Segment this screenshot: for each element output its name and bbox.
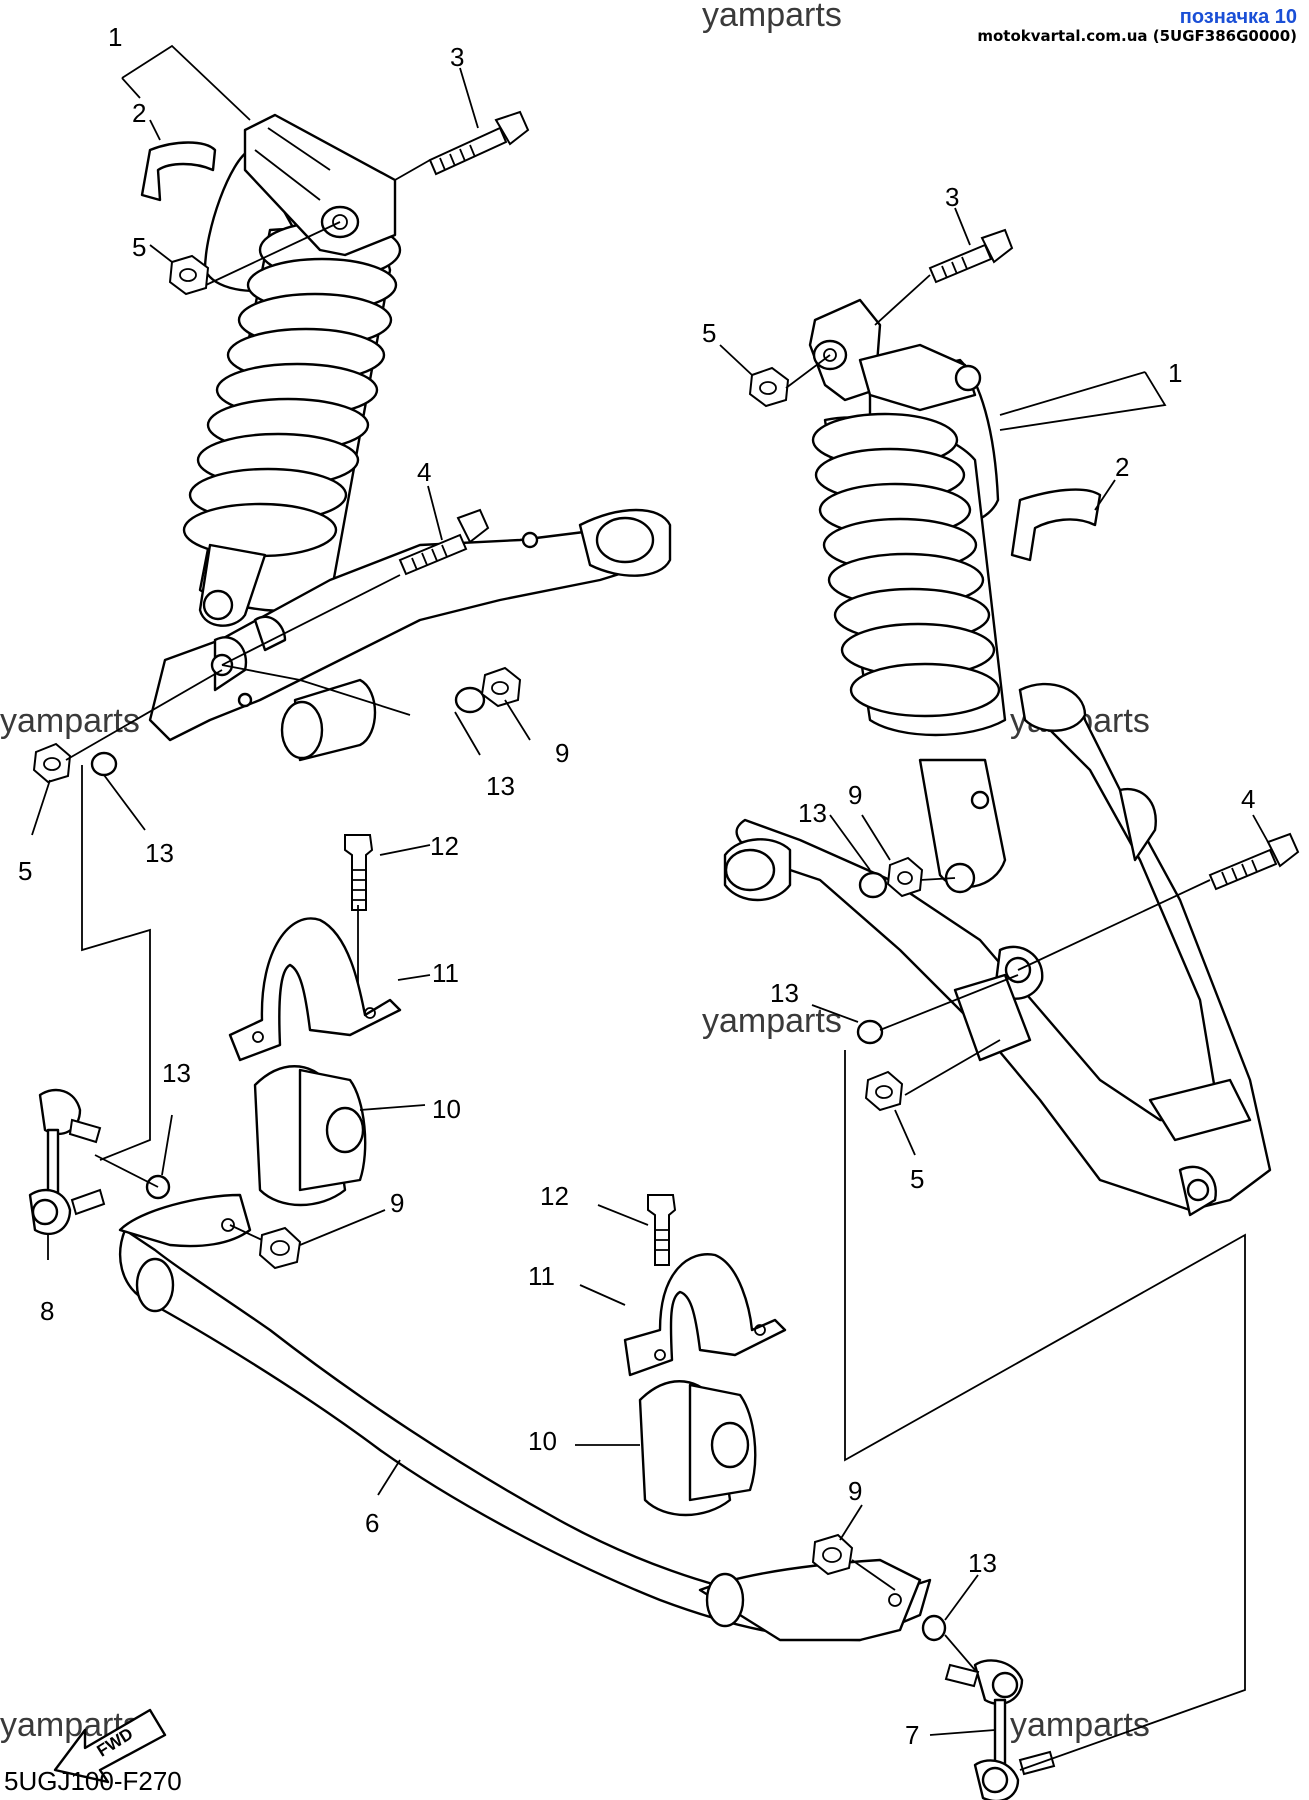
right-nut-9-upper bbox=[886, 856, 924, 898]
callout-label: 1 bbox=[108, 22, 122, 52]
callout-label: 5 bbox=[132, 232, 146, 262]
stabilizer-bar bbox=[118, 1193, 932, 1642]
left-bolt-4 bbox=[398, 508, 490, 576]
callout-label: 13 bbox=[162, 1058, 191, 1088]
callout-label: 5 bbox=[910, 1164, 924, 1194]
left-shock-guard bbox=[140, 141, 217, 202]
callout-label: 9 bbox=[848, 780, 862, 810]
left-bolt-12 bbox=[344, 834, 374, 911]
callout-label: 6 bbox=[365, 1508, 379, 1538]
callout-label: 12 bbox=[540, 1181, 569, 1211]
right-bushing-10 bbox=[638, 1380, 757, 1517]
right-a-arm bbox=[723, 682, 1272, 1217]
callout-label: 4 bbox=[1241, 784, 1255, 814]
callout-label: 13 bbox=[770, 978, 799, 1008]
left-bracket-11 bbox=[228, 917, 402, 1062]
left-bolt-3 bbox=[428, 110, 530, 176]
left-stabilizer-link-8 bbox=[28, 1088, 106, 1236]
callout-label: 8 bbox=[40, 1296, 54, 1326]
callout-label: 5 bbox=[18, 856, 32, 886]
header: позначка 10 motokvartal.com.ua (5UGF386G… bbox=[977, 6, 1297, 45]
right-bolt-3 bbox=[928, 228, 1014, 284]
callout-label: 7 bbox=[905, 1720, 919, 1750]
header-source: motokvartal.com.ua (5UGF386G0000) bbox=[977, 27, 1297, 45]
callout-label: 11 bbox=[432, 958, 459, 988]
callout-label: 13 bbox=[968, 1548, 997, 1578]
left-washer-13 bbox=[454, 686, 486, 714]
callout-label: 2 bbox=[1115, 452, 1129, 482]
left-stabilizer-nut-9 bbox=[258, 1226, 302, 1270]
callout-label: 13 bbox=[798, 798, 827, 828]
callout-label: 9 bbox=[555, 738, 569, 768]
right-stabilizer-nut-9 bbox=[811, 1533, 854, 1576]
left-bushing-10 bbox=[253, 1065, 367, 1207]
left-nut-5-bottom bbox=[32, 742, 72, 784]
right-washer-13-lower bbox=[856, 1019, 884, 1045]
left-washer-13-bottom bbox=[90, 751, 118, 777]
callout-label: 9 bbox=[848, 1476, 862, 1506]
right-shock-absorber bbox=[808, 298, 1007, 894]
right-stabilizer-link-7 bbox=[944, 1659, 1056, 1800]
right-bolt-12 bbox=[647, 1194, 677, 1266]
header-title: позначка 10 bbox=[1179, 6, 1297, 28]
connection-lines bbox=[31, 44, 1269, 1771]
left-nut-9 bbox=[480, 666, 522, 708]
watermark-left: yamparts bbox=[0, 702, 140, 740]
right-nut-5-top bbox=[748, 366, 790, 408]
callout-label: 1 bbox=[1168, 358, 1182, 388]
callout-label: 3 bbox=[450, 42, 464, 72]
left-shock-absorber bbox=[182, 113, 402, 627]
left-a-arm bbox=[148, 508, 672, 762]
callout-label: 10 bbox=[528, 1426, 557, 1456]
right-bracket-11 bbox=[623, 1253, 787, 1377]
callout-labels: 1 2 3 5 1 2 3 5 4 4 9 13 5 13 12 11 10 1… bbox=[18, 22, 1255, 1750]
callout-label: 11 bbox=[528, 1261, 555, 1291]
callout-label: 10 bbox=[432, 1094, 461, 1124]
right-shock-guard bbox=[1010, 488, 1102, 562]
right-washer-13-upper bbox=[858, 871, 888, 899]
fwd-arrow: FWD bbox=[53, 1708, 167, 1784]
right-nut-5-bottom bbox=[864, 1070, 904, 1112]
callout-label: 13 bbox=[145, 838, 174, 868]
callout-label: 5 bbox=[702, 318, 716, 348]
callout-label: 9 bbox=[390, 1188, 404, 1218]
left-nut-5-top bbox=[168, 254, 210, 296]
callout-label: 13 bbox=[486, 771, 515, 801]
callout-label: 12 bbox=[430, 831, 459, 861]
diagram-code: 5UGJ100-F270 bbox=[4, 1766, 182, 1796]
watermark-top: yamparts bbox=[702, 0, 842, 34]
callout-label: 2 bbox=[132, 98, 146, 128]
watermark-bottom-right: yamparts bbox=[1010, 1706, 1150, 1744]
right-bolt-4 bbox=[1208, 832, 1300, 891]
right-link-washer-13 bbox=[921, 1614, 947, 1642]
callout-label: 3 bbox=[945, 182, 959, 212]
callout-label: 4 bbox=[417, 457, 431, 487]
